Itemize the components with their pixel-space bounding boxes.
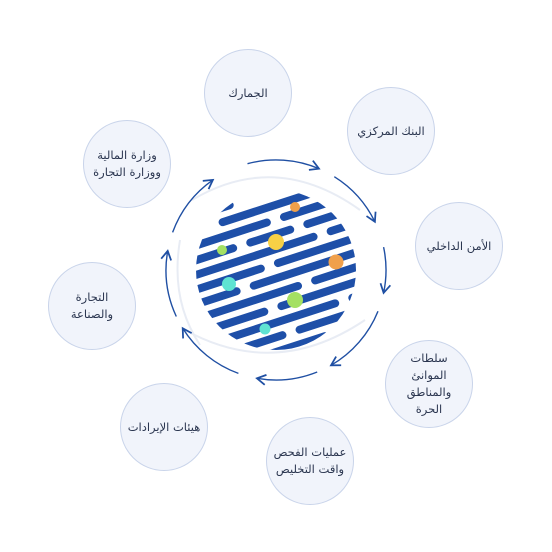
globe-dot-green-small: [217, 245, 227, 255]
globe-stripe: [249, 240, 356, 290]
globe-stripe: [318, 163, 349, 180]
globe-stripe: [273, 230, 356, 268]
cycle-arrow-8: [171, 178, 215, 233]
cycle-arrow-4: [329, 310, 379, 367]
cycle-arrow-3: [379, 246, 392, 295]
globe-stripe: [196, 225, 205, 244]
node-ports-free-zones: سلطات الموانئ والمناطق الحرة: [385, 340, 473, 428]
globe-dot-green: [287, 292, 303, 308]
node-label: الأمن الداخلي: [426, 238, 492, 253]
globe-dot-cyan: [222, 277, 236, 291]
node-trade-industry: التجارة والصناعة: [48, 262, 136, 350]
globe-stripe: [196, 218, 271, 259]
globe-stripe: [196, 281, 303, 325]
globe-stripe: [246, 225, 295, 247]
node-finance-trade-ministry: وزارة المالية ووزارة التجارة: [83, 120, 171, 208]
cycle-arrow-6: [181, 326, 239, 375]
cycle-arrow-1: [247, 159, 321, 171]
node-label: عمليات الفحص واقت التخليص: [273, 445, 347, 476]
cycle-arrow-5: [255, 371, 318, 386]
globe-dot-orange-small: [290, 202, 300, 212]
node-label: وزارة المالية ووزارة التجارة: [93, 148, 161, 179]
globe-stripe: [311, 257, 356, 285]
cycle-arrow-7: [160, 249, 177, 317]
globe-dot-orange: [328, 254, 344, 270]
cycle-arrow-2: [333, 176, 377, 224]
node-inspection-clearance: عمليات الفحص واقت التخليص: [266, 417, 354, 505]
globe-icon: [196, 163, 356, 350]
node-customs: الجمارك: [204, 49, 292, 137]
globe-dot-yellow: [268, 234, 284, 250]
node-label: الجمارك: [228, 85, 268, 100]
node-revenue-authorities: هيئات الإيرادات: [120, 383, 208, 471]
node-internal-security: الأمن الداخلي: [415, 202, 503, 290]
globe-stripe: [277, 270, 356, 311]
cycle-arrows: [160, 159, 392, 386]
globe-halo: [176, 176, 366, 354]
globe-stripe: [214, 332, 329, 350]
node-label: البنك المركزي: [357, 123, 425, 138]
node-label: هيئات الإيرادات: [127, 419, 201, 434]
globe-stripe: [196, 264, 265, 298]
globe-dot-cyan-small: [259, 323, 271, 335]
node-label: التجارة والصناعة: [70, 290, 114, 321]
node-central-bank: البنك المركزي: [347, 87, 435, 175]
node-label: سلطات الموانئ والمناطق الحرة: [406, 351, 452, 416]
